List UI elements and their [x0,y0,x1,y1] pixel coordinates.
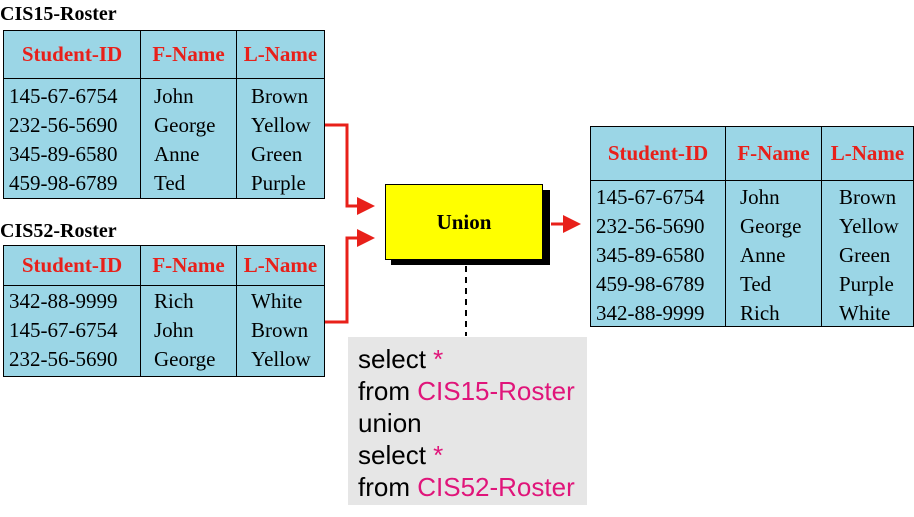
table-cell: Rich [154,289,194,313]
table-cell: John [740,185,780,209]
result-header-student-id: Student-ID [607,141,709,165]
sql-keyword: select [358,344,426,374]
cis15-header-f-name: F-Name [140,31,236,78]
table-cell: Brown [839,185,897,209]
sql-value: * [433,344,444,374]
table-cell: 342-88-9999 [596,301,705,325]
sql-line: from CIS15-Roster [358,375,587,407]
arrow-cis15-to-union [325,123,375,215]
arrow-cis52-to-union [325,229,375,324]
table-cell: Yellow [251,113,311,137]
table-cell: Brown [251,318,309,342]
table-cell: 145-67-6754 [9,84,118,108]
table-cell: 459-98-6789 [9,171,118,195]
table-cell: 342-88-9999 [9,289,118,313]
sql-keyword: from [358,472,410,502]
table-cell: Purple [251,171,306,195]
table-cell: White [251,289,303,313]
table-cell: 345-89-6580 [9,142,118,166]
table-cell: 232-56-5690 [9,347,118,371]
table-cell: Brown [251,84,309,108]
sql-line: select * [358,439,587,471]
result-header-l-name: L-Name [821,127,913,180]
sql-keyword: from [358,376,410,406]
table-cell: George [740,214,802,238]
table-cell: 232-56-5690 [596,214,705,238]
table-cell: 459-98-6789 [596,272,705,296]
table-cell: Green [251,142,303,166]
cis52-header-f-name: F-Name [140,246,236,285]
table-cell: 232-56-5690 [9,113,118,137]
sql-line: select * [358,343,587,375]
sql-value: * [433,440,444,470]
table-cell: Anne [154,142,200,166]
sql-keyword: union [358,408,422,438]
table-cell: Purple [839,272,894,296]
table-cell: Ted [740,272,772,296]
cis52-header-student-id: Student-ID [21,253,123,277]
sql-value: CIS15-Roster [417,376,575,406]
result-header-row: Student-ID F-Name L-Name [591,127,913,181]
table-cell: John [154,318,194,342]
table-cell: Green [839,243,891,267]
cis52-title: CIS52-Roster [0,220,117,242]
table-cell: John [154,84,194,108]
table-cell: George [154,113,216,137]
cis15-table: Student-ID F-Name L-Name 145-67-6754 232… [3,30,325,199]
result-table: Student-ID F-Name L-Name 145-67-6754 232… [590,126,914,327]
result-header-f-name: F-Name [725,127,821,180]
cis15-header-row: Student-ID F-Name L-Name [4,31,324,79]
table-cell: 145-67-6754 [9,318,118,342]
table-cell: Yellow [839,214,899,238]
union-operator-box: Union [385,184,543,260]
cis15-header-student-id: Student-ID [21,42,123,66]
cis52-header-row: Student-ID F-Name L-Name [4,246,324,286]
table-cell: 345-89-6580 [596,243,705,267]
sql-line: union [358,407,587,439]
table-cell: Rich [740,301,780,325]
cis15-title: CIS15-Roster [0,3,117,25]
table-cell: Ted [154,171,186,195]
table-cell: 145-67-6754 [596,185,705,209]
cis52-header-l-name: L-Name [236,246,324,285]
sql-line: from CIS52-Roster [358,471,587,503]
table-cell: George [154,347,216,371]
table-cell: Anne [740,243,786,267]
table-cell: Yellow [251,347,311,371]
sql-query-box: select * from CIS15-Roster union select … [348,337,587,505]
table-cell: White [839,301,891,325]
cis52-table: Student-ID F-Name L-Name 342-88-9999 145… [3,245,325,377]
sql-keyword: select [358,440,426,470]
cis15-header-l-name: L-Name [236,31,324,78]
sql-value: CIS52-Roster [417,472,575,502]
